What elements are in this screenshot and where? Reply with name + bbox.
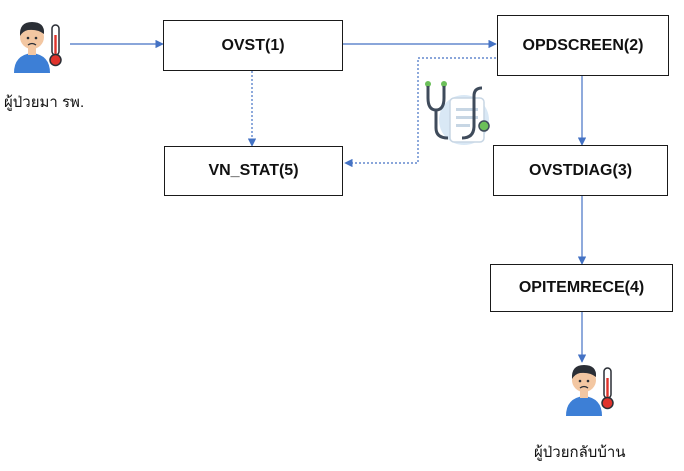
sick-patient-icon-discharge xyxy=(566,365,614,416)
caption-patient-in: ผู้ป่วยมา รพ. xyxy=(4,94,85,111)
stethoscope-report-icon xyxy=(425,81,490,145)
node-opdscreen[interactable]: OPDSCREEN(2) xyxy=(497,15,669,76)
node-opitemrece[interactable]: OPITEMRECE(4) xyxy=(490,264,673,312)
node-vn-stat[interactable]: VN_STAT(5) xyxy=(164,146,343,196)
sick-patient-icon xyxy=(14,22,62,73)
caption-patient-out: ผู้ป่วยกลับบ้าน xyxy=(534,444,626,461)
node-ovstdiag[interactable]: OVSTDIAG(3) xyxy=(493,145,668,196)
node-ovst[interactable]: OVST(1) xyxy=(163,20,343,71)
